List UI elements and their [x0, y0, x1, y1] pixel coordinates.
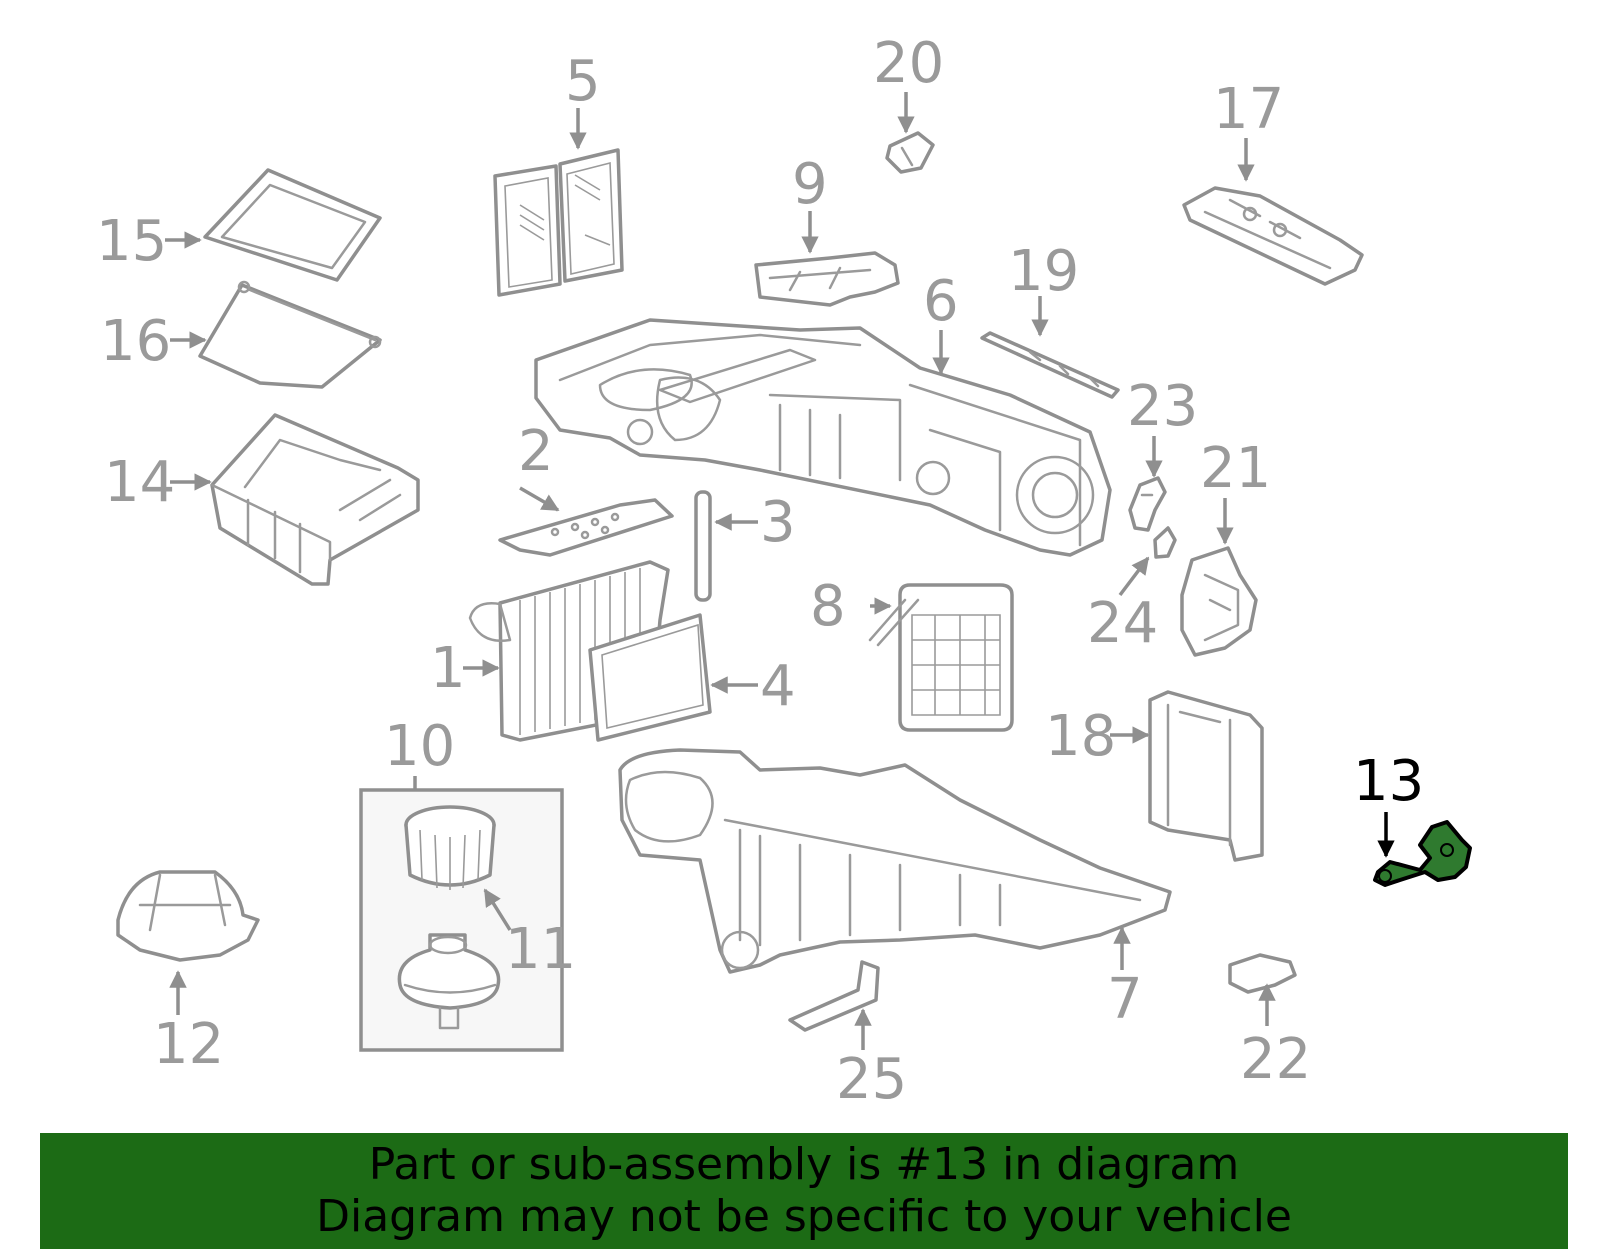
part-14-blower-housing	[210, 413, 420, 586]
part-8-heater-core	[868, 583, 1014, 732]
callout-12: 12	[153, 1012, 224, 1077]
callout-7: 7	[1107, 967, 1143, 1032]
callout-11: 11	[505, 917, 576, 982]
callout-labels: 5 20 9 17 15 16 19 6 14 2 3 23 21 24 8 1…	[96, 31, 1424, 1112]
part-10-assembly-box	[359, 788, 564, 1052]
blower-motor	[397, 933, 501, 1030]
part-15-seal	[203, 168, 382, 282]
callout-1: 1	[430, 636, 466, 701]
part-13-highlighted[interactable]	[1373, 820, 1472, 887]
part-2-gasket-plate	[498, 498, 674, 557]
leader-arrows	[165, 92, 1395, 1050]
callout-20: 20	[873, 31, 944, 96]
callout-24: 24	[1087, 591, 1158, 656]
callout-8: 8	[810, 574, 846, 639]
callout-23: 23	[1127, 374, 1198, 439]
callout-18: 18	[1045, 704, 1116, 769]
banner-line-1: Part or sub-assembly is #13 in diagram	[368, 1139, 1240, 1190]
part-4-panel	[588, 613, 712, 742]
callout-4: 4	[760, 654, 796, 719]
part-9-duct	[754, 251, 900, 307]
callout-10: 10	[384, 714, 455, 779]
part-6-hvac-case	[534, 318, 1112, 557]
callout-5: 5	[565, 49, 601, 114]
part-24-lever	[1153, 526, 1177, 559]
callout-17: 17	[1213, 77, 1284, 142]
banner-line-2: Diagram may not be specific to your vehi…	[316, 1191, 1292, 1242]
part-19-seal-strip	[980, 331, 1120, 399]
part-23-actuator-link	[1128, 476, 1167, 532]
callout-16: 16	[100, 309, 171, 374]
part-5-filter-panels	[493, 148, 624, 297]
part-22-clip	[1228, 953, 1297, 994]
part-12-motor-cover	[116, 870, 260, 962]
part-21-actuator	[1180, 546, 1258, 657]
callout-15: 15	[96, 209, 167, 274]
callout-25: 25	[836, 1047, 907, 1112]
callout-13: 13	[1353, 749, 1424, 814]
part-7-lower-case	[618, 748, 1172, 974]
info-banner: Part or sub-assembly is #13 in diagram D…	[40, 1133, 1568, 1249]
callout-19: 19	[1008, 239, 1079, 304]
part-3-seal-strip	[694, 490, 712, 602]
callout-9: 9	[792, 152, 828, 217]
part-11-blower-wheel	[404, 805, 496, 890]
callout-3: 3	[760, 490, 796, 555]
part-17-outlet-duct	[1182, 186, 1364, 286]
callout-2: 2	[518, 419, 554, 484]
callout-21: 21	[1200, 436, 1271, 501]
part-20-clip	[885, 131, 935, 174]
part-18-door	[1148, 690, 1264, 862]
callout-22: 22	[1240, 1027, 1311, 1092]
part-16-filter-door	[198, 280, 382, 389]
part-25-bracket	[788, 960, 880, 1032]
callout-14: 14	[104, 450, 175, 515]
callout-6: 6	[923, 269, 959, 334]
